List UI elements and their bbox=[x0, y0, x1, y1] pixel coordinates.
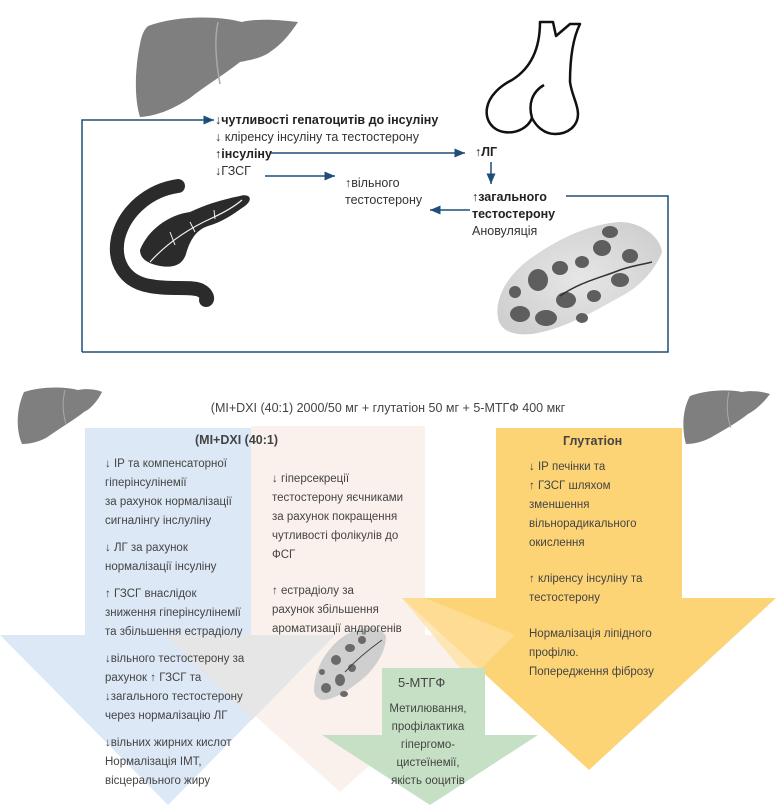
mi-dxi-list: ↓ ІР та компенсаторної гіперінсулінемії … bbox=[105, 455, 265, 791]
ovary-effects-item: ↓ гіперсекреції тестостерону яєчниками з… bbox=[272, 473, 404, 561]
glutathione-heading: Глутатіон bbox=[563, 434, 623, 448]
mi-dxi-item: ↓вільного тестостерону за рахунок ↑ ГЗСГ… bbox=[105, 653, 245, 722]
mi-dxi-item: ↓вільних жирних кислот Нормалізація ІМТ,… bbox=[105, 737, 232, 787]
top-diagram-graphics bbox=[81, 17, 669, 353]
free-testosterone-line1: ↑вільного bbox=[345, 176, 400, 190]
insulin-increase-text: ↑інсуліну bbox=[215, 147, 272, 161]
hepatocyte-sensitivity-text: ↓чутливості гепатоцитів до інсуліну bbox=[215, 113, 439, 127]
insulin-clearance-text: ↓ кліренсу інсуліну та тестостерону bbox=[215, 130, 419, 144]
ovary-icon-small bbox=[314, 627, 386, 700]
total-testosterone-line1: ↑загального bbox=[472, 190, 547, 204]
glutathione-item: ↓ ІР печінки та ↑ ГЗСГ шляхом зменшення … bbox=[529, 461, 637, 549]
glutathione-arrow bbox=[402, 428, 776, 770]
pancreas-icon bbox=[109, 179, 250, 307]
glutathione-item: ↑ кліренсу інсуліну та тестостерону bbox=[529, 573, 643, 604]
connector-lines bbox=[81, 115, 669, 353]
arrow-overlap bbox=[165, 635, 335, 720]
mthf-arrow bbox=[322, 668, 538, 805]
liver-icon-right bbox=[683, 390, 770, 444]
mi-dxi-item: ↑ ГЗСГ внаслідок зниження гіперінсулінем… bbox=[105, 588, 243, 638]
total-testosterone-line2: тестостерону bbox=[472, 207, 556, 221]
bottom-panel-title: (MI+DXI (40:1) 2000/50 мг + глутатіон 50… bbox=[210, 401, 566, 415]
ovary-icon bbox=[497, 222, 662, 335]
ovary-effects-list: ↓ гіперсекреції тестостерону яєчниками з… bbox=[272, 470, 432, 639]
lh-increase-text: ↑ЛГ bbox=[475, 145, 498, 159]
liver-icon bbox=[135, 17, 298, 117]
glutathione-item: Нормалізація ліпідного профілю. Попередж… bbox=[529, 628, 654, 678]
free-testosterone-line2: тестостерону bbox=[345, 193, 423, 207]
mi-dxi-item: ↓ ІР та компенсаторної гіперінсулінемії … bbox=[105, 458, 232, 527]
testes-icon bbox=[485, 20, 582, 136]
mi-dxi-item: ↓ ЛГ за рахунок нормалізації інсуліну bbox=[105, 542, 217, 573]
mi-dxi-heading: (MI+DXI (40:1) bbox=[195, 433, 279, 447]
liver-icon-left bbox=[17, 387, 102, 444]
ovary-effects-item: ↑ естрадіолу за рахунок збільшення арома… bbox=[272, 585, 402, 635]
mthf-heading: 5-МТГФ bbox=[398, 675, 446, 690]
glutathione-list: ↓ ІР печінки та ↑ ГЗСГ шляхом зменшення … bbox=[529, 458, 679, 682]
anovulation-text: Ановуляція bbox=[472, 224, 538, 238]
mthf-list: Метилювання, профілактика гіпергомо- цис… bbox=[389, 703, 467, 787]
shbg-decrease-text: ↓ГЗСГ bbox=[215, 164, 251, 178]
